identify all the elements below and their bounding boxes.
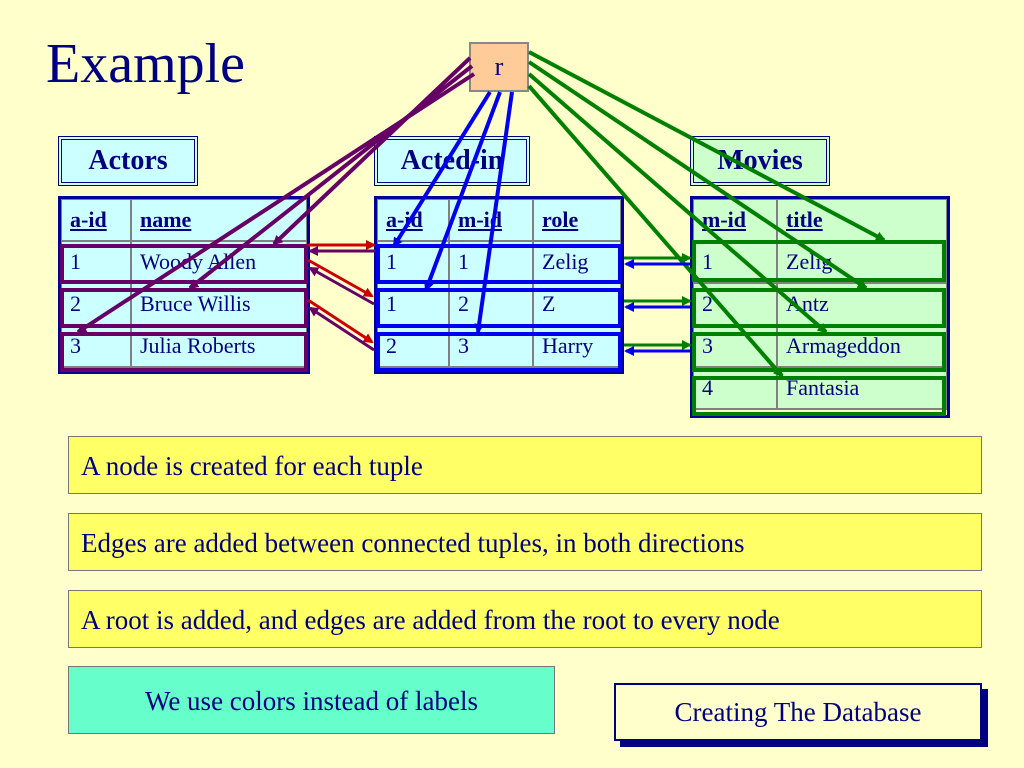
edge-root-actor-3 xyxy=(76,72,476,334)
header-a-id: a-id xyxy=(376,198,450,242)
edge-acted2-actor1 xyxy=(308,266,375,306)
movie-node-3 xyxy=(692,332,946,372)
table-row: a-id m-id role xyxy=(376,198,622,242)
root-node: r xyxy=(469,42,529,92)
cell: Julia Roberts xyxy=(130,324,308,368)
edge-root-movie-1 xyxy=(528,50,886,242)
edge-acted3-actor2 xyxy=(308,306,375,352)
edge-root-movie-2 xyxy=(527,60,868,290)
edge-root-actor-1 xyxy=(272,56,472,246)
edge-root-movie-4 xyxy=(527,84,784,378)
note-edges: Edges are added between connected tuples… xyxy=(68,513,982,571)
table-row: 3 Julia Roberts xyxy=(60,324,308,368)
edge-root-movie-3 xyxy=(527,72,828,334)
acted-node-3 xyxy=(376,332,622,372)
edge-root-actor-2 xyxy=(188,64,474,290)
movies-label: Movies xyxy=(690,136,830,186)
table-row: 3 Armageddon xyxy=(692,324,948,368)
slide-title: Example xyxy=(46,33,246,95)
note-root: A root is added, and edges are added fro… xyxy=(68,590,982,648)
acted-node-2 xyxy=(376,288,622,328)
edge-actor1-acted2 xyxy=(307,258,374,298)
movies-table: m-id title 1 Zelig 2 Antz 3 Armageddon 4… xyxy=(692,198,948,410)
actors-label: Actors xyxy=(58,136,198,186)
cell: Harry xyxy=(532,324,622,368)
movie-node-1 xyxy=(692,240,946,282)
header-a-id: a-id xyxy=(60,198,132,242)
edge-root-acted-2 xyxy=(424,91,502,292)
actors-frame xyxy=(58,196,310,374)
edge-root-acted-3 xyxy=(474,91,514,334)
cell: 4 xyxy=(692,366,778,410)
note-colors: We use colors instead of labels xyxy=(68,666,555,734)
actor-node-2 xyxy=(60,288,308,328)
edge-actor2-acted3 xyxy=(307,298,374,344)
edge-root-acted-1 xyxy=(392,90,492,248)
note-nodes: A node is created for each tuple xyxy=(68,436,982,494)
acted-node-1 xyxy=(376,244,622,284)
movies-frame xyxy=(690,196,950,418)
table-row: 2 3 Harry xyxy=(376,324,622,368)
header-role: role xyxy=(532,198,622,242)
movie-node-4 xyxy=(692,376,946,416)
actor-node-3 xyxy=(60,332,308,372)
actor-node-1 xyxy=(60,244,308,284)
footer-title: Creating The Database xyxy=(614,683,982,741)
